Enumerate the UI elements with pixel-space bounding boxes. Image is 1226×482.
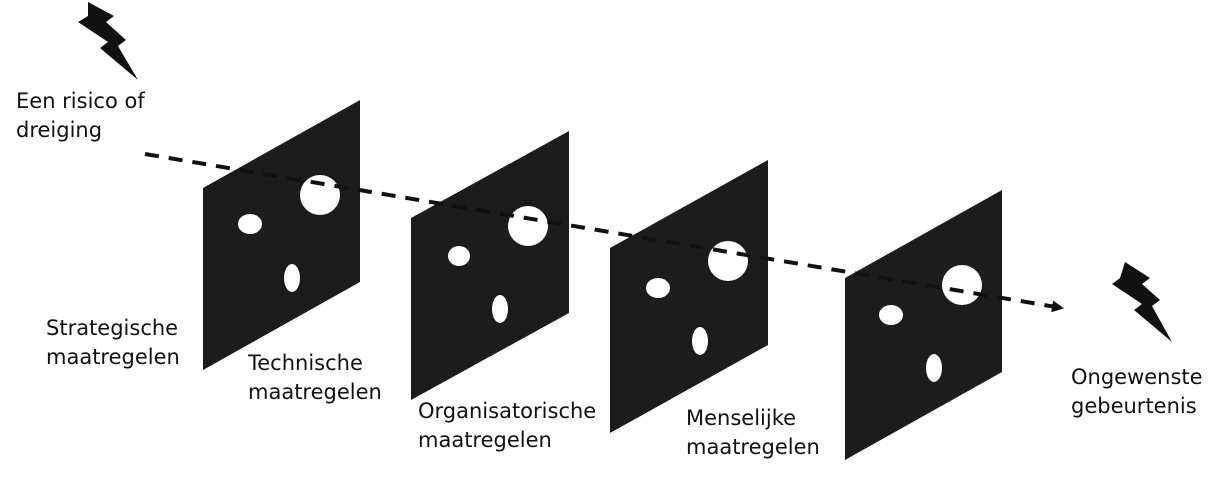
threat-trajectory-arrow [144,152,1064,313]
layer-hole [692,327,708,355]
layer-hole [508,206,548,246]
end-label: Ongewenste gebeurtenis [1071,365,1203,418]
layer-label-human: Menselijke maatregelen [686,406,820,459]
layer-hole [926,354,942,382]
lightning-bolt-icon [78,2,138,80]
layer-hole [448,246,470,266]
defense-layer-human [845,190,1002,460]
layer-hole [300,175,340,215]
defense-layer-strategic [203,100,360,370]
layer-panel [203,100,360,370]
layer-label-technical: Technische maatregelen [248,351,382,404]
layer-hole [942,265,982,305]
layer-panel [610,160,768,433]
layer-label-strategic: Strategische maatregelen [46,316,180,369]
defense-layer-organizational [610,160,768,433]
layer-hole [708,241,748,281]
lightning-bolt-icon [1112,262,1172,342]
layer-label-organizational: Organisatorische maatregelen [418,399,597,452]
layer-hole [238,214,262,234]
layer-hole [284,264,300,292]
defense-layer-technical [411,131,569,400]
layer-hole [492,295,508,323]
layer-hole [646,278,670,298]
layer-hole [879,305,903,325]
layer-panel [845,190,1002,460]
start-label: Een risico of dreiging [16,89,145,142]
layer-panel [411,131,569,400]
